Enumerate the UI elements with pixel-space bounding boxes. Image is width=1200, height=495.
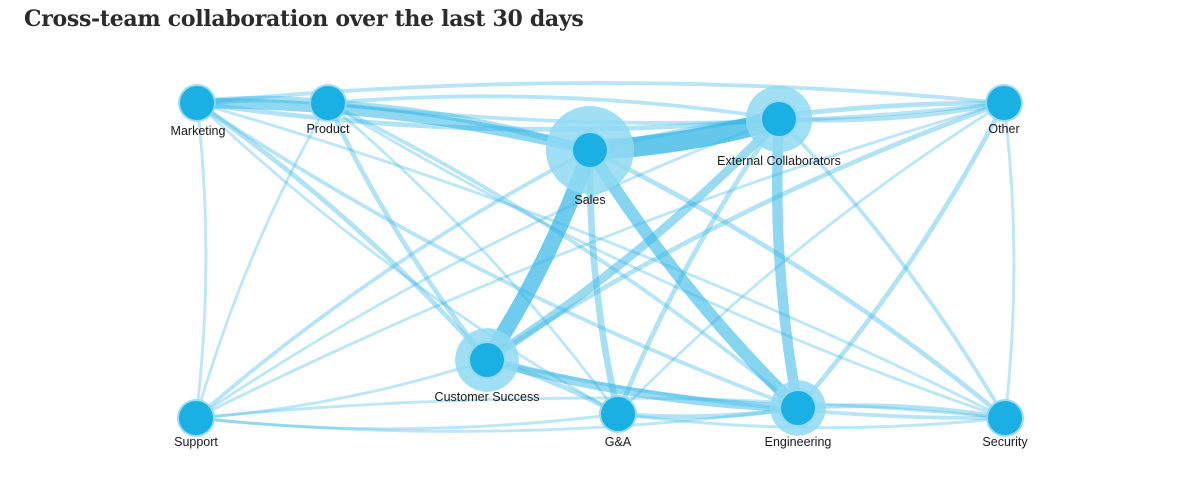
edge-external-engineering — [771, 113, 804, 414]
edge-product-other — [326, 101, 1006, 125]
edge-support-security — [194, 396, 1007, 420]
edge-customer_success-engineering — [482, 355, 803, 413]
edge-support-engineering — [194, 406, 800, 433]
edge-external-security — [777, 117, 1007, 420]
node-label-product: Product — [306, 122, 350, 136]
node-label-support: Support — [174, 435, 218, 449]
node-label-security: Security — [982, 435, 1028, 449]
edge-product-customer_success — [325, 100, 490, 363]
edge-engineering-other — [795, 100, 1007, 411]
edge-product-support — [194, 101, 330, 420]
edge-customer_success-other — [484, 100, 1007, 363]
edge-marketing-security — [195, 101, 1007, 420]
edge-external-customer_success — [482, 114, 784, 365]
edge-product-security — [326, 101, 1007, 420]
node-marketing[interactable] — [180, 86, 214, 120]
node-product[interactable] — [311, 86, 345, 120]
node-ga[interactable] — [601, 397, 635, 431]
node-label-ga: G&A — [605, 435, 632, 449]
node-label-external: External Collaborators — [717, 154, 841, 168]
edge-marketing-external — [194, 100, 782, 132]
edge-marketing-support — [194, 101, 208, 420]
node-label-engineering: Engineering — [765, 435, 832, 449]
edge-marketing-customer_success — [194, 100, 490, 363]
edge-customer_success-security — [485, 358, 1007, 420]
edge-other-support — [194, 101, 1006, 420]
node-engineering[interactable] — [781, 391, 815, 425]
edge-other-security — [1002, 101, 1016, 420]
edge-ga-other — [616, 101, 1006, 416]
nodes-layer — [177, 84, 1024, 437]
node-label-other: Other — [988, 122, 1019, 136]
node-label-marketing: Marketing — [171, 124, 226, 138]
node-sales[interactable] — [573, 133, 607, 167]
edge-marketing-sales — [191, 97, 596, 156]
edge-product-ga — [326, 101, 620, 416]
edge-sales-support — [194, 148, 592, 420]
node-support[interactable] — [179, 401, 213, 435]
edge-marketing-ga — [195, 101, 620, 416]
edge-external-ga — [615, 116, 782, 417]
edge-sales-security — [587, 147, 1008, 421]
edge-product-engineering — [326, 101, 800, 410]
edge-support-external — [194, 117, 781, 420]
node-label-customer_success: Customer Success — [435, 390, 540, 404]
node-other[interactable] — [987, 86, 1021, 120]
node-external[interactable] — [762, 102, 796, 136]
edge-product-external — [326, 94, 781, 121]
page-title: Cross-team collaboration over the last 3… — [24, 6, 584, 32]
node-customer_success[interactable] — [470, 343, 504, 377]
node-label-sales: Sales — [574, 193, 605, 207]
edge-support-ga — [194, 412, 620, 431]
edge-marketing-engineering — [195, 101, 800, 410]
node-security[interactable] — [988, 401, 1022, 435]
edge-support-customer_success — [194, 358, 489, 420]
